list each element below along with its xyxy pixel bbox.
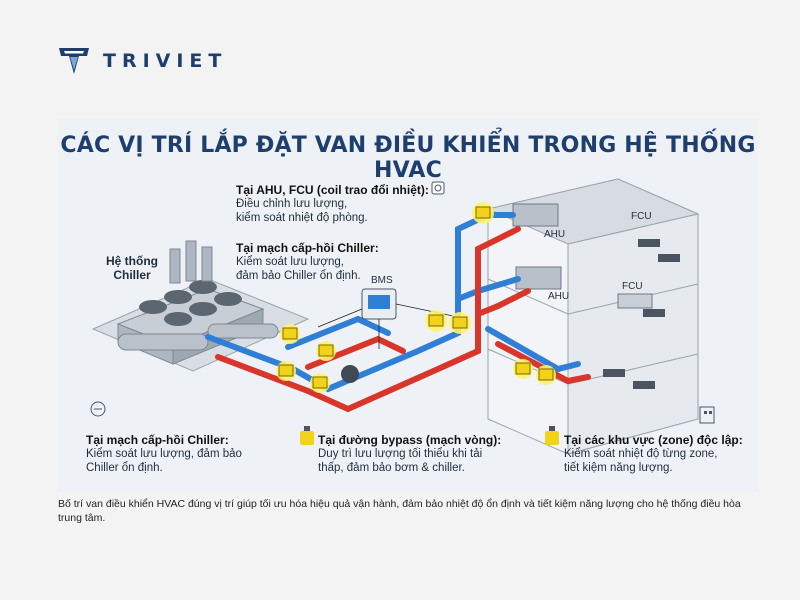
note-bypass-title: Tại đường bypass (mạch vòng):	[318, 433, 502, 447]
note-ahu-fcu-title: Tại AHU, FCU (coil trao đổi nhiệt):	[236, 183, 429, 197]
bms-panel	[317, 288, 459, 349]
thermostat-icon	[431, 181, 445, 195]
fcu-label-1: FCU	[631, 211, 652, 222]
note-bypass-line1: Duy trì lưu lượng tối thiểu khi tải	[318, 448, 483, 460]
note-chiller-bottom-line1: Kiểm soát lưu lượng, đảm bảo	[86, 448, 242, 460]
note-chiller-top-line2: đảm bảo Chiller ổn định.	[236, 270, 361, 282]
valve-ahu-mid	[425, 310, 447, 332]
note-bypass-line2: thấp, đảm bảo bơm & chiller.	[318, 462, 465, 474]
chiller-label: Hệ thống Chiller	[106, 254, 158, 282]
note-chiller-top: Tại mạch cấp-hồi Chiller: Kiểm soát lưu …	[236, 241, 379, 283]
note-zone-line1: Kiểm soát nhiệt độ từng zone,	[564, 448, 718, 460]
valve-zone-2	[536, 365, 556, 385]
fcu-label-2: FCU	[622, 281, 643, 292]
valve-chiller-3	[276, 361, 296, 381]
note-chiller-top-line1: Kiểm soát lưu lượng,	[236, 256, 344, 268]
valve-bypass	[310, 373, 330, 393]
valve-chiller-2	[316, 341, 336, 361]
hvac-illustration	[90, 178, 715, 455]
building	[486, 178, 700, 455]
brand-logo: TRIVIET	[57, 44, 227, 78]
note-ahu-fcu-line1: Điều chỉnh lưu lượng,	[236, 198, 348, 210]
chiller-unit	[116, 240, 279, 365]
ahu-label-1: AHU	[544, 229, 566, 240]
note-chiller-bottom: Tại mạch cấp-hồi Chiller: Kiểm soát lưu …	[86, 433, 242, 475]
hvac-diagram: CÁC VỊ TRÍ LẮP ĐẶT VAN ĐIỀU KHIỂN TRONG …	[58, 119, 758, 492]
valve-chiller-1	[280, 324, 300, 344]
building-icon	[699, 406, 715, 424]
note-zone-title: Tại các khu vực (zone) độc lập:	[564, 433, 743, 447]
note-bypass: Tại đường bypass (mạch vòng): Duy trì lư…	[318, 433, 501, 475]
note-chiller-top-title: Tại mạch cấp-hồi Chiller:	[236, 241, 379, 255]
note-zone-line2: tiết kiệm năng lượng.	[564, 462, 673, 474]
control-valves	[276, 202, 556, 393]
triviet-logo-icon	[59, 48, 89, 74]
note-ahu-fcu-line2: kiểm soát nhiệt độ phòng.	[236, 212, 368, 224]
diagram-title: CÁC VỊ TRÍ LẮP ĐẶT VAN ĐIỀU KHIỂN TRONG …	[60, 133, 756, 183]
note-ahu-fcu: Tại AHU, FCU (coil trao đổi nhiệt): Điều…	[236, 183, 429, 225]
chiller-note-icon	[90, 401, 106, 417]
pump	[341, 365, 359, 383]
bypass-valve-icon	[300, 426, 314, 445]
note-zone: Tại các khu vực (zone) độc lập: Kiểm soá…	[564, 433, 743, 475]
note-chiller-bottom-line2: Chiller ổn định.	[86, 462, 163, 474]
ahu-label-2: AHU	[548, 291, 570, 302]
valve-zone-1	[513, 359, 533, 379]
valve-ahu-mid-2	[449, 312, 471, 334]
diagram-caption: Bố trí van điều khiển HVAC đúng vị trí g…	[58, 498, 741, 524]
bms-label: BMS	[371, 275, 393, 286]
brand-name: TRIVIET	[103, 50, 228, 72]
note-chiller-bottom-title: Tại mạch cấp-hồi Chiller:	[86, 433, 229, 447]
zone-valve-icon	[545, 426, 559, 445]
valve-ahu-top	[472, 202, 494, 224]
